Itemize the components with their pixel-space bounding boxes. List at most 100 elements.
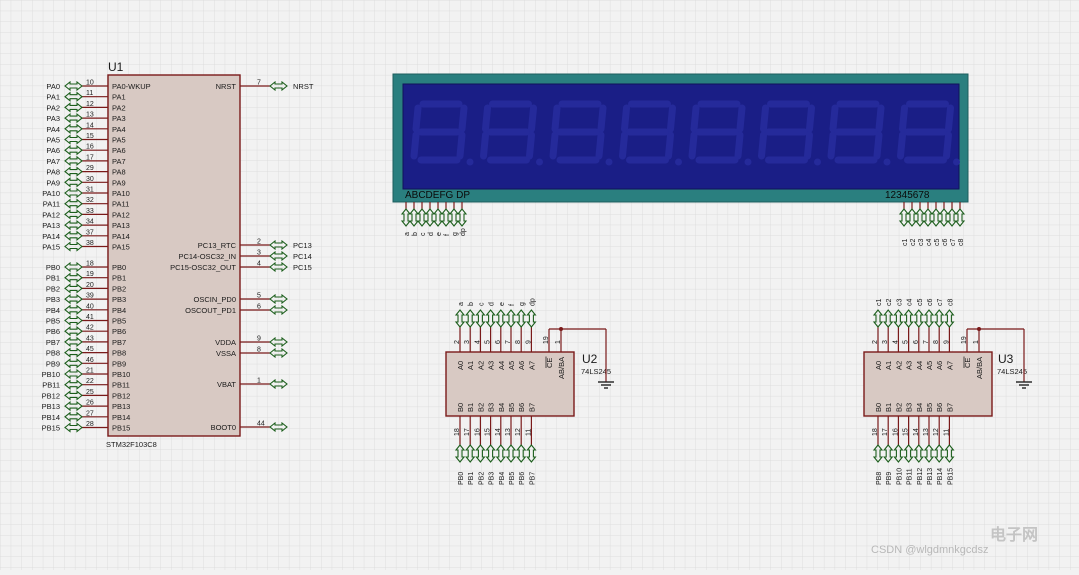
- net-terminal[interactable]: [898, 208, 910, 227]
- net-terminal[interactable]: [64, 209, 83, 220]
- net-terminal[interactable]: [505, 444, 517, 463]
- pin-ab-ba[interactable]: 1AB/BA: [973, 329, 984, 379]
- net-terminal[interactable]: [946, 208, 958, 227]
- net-terminal[interactable]: [516, 444, 527, 463]
- net-terminal[interactable]: [454, 309, 466, 328]
- net-terminal[interactable]: [475, 444, 486, 463]
- net-terminal[interactable]: [269, 293, 288, 305]
- lcd-pin-b[interactable]: b: [408, 202, 420, 236]
- net-terminal[interactable]: [64, 304, 83, 315]
- net-terminal[interactable]: [424, 208, 436, 227]
- net-terminal[interactable]: [269, 347, 288, 359]
- net-terminal[interactable]: [465, 309, 476, 328]
- net-terminal[interactable]: [64, 358, 83, 369]
- net-terminal[interactable]: [64, 283, 83, 294]
- lcd-pin-f[interactable]: f: [440, 202, 452, 236]
- net-terminal[interactable]: [903, 309, 914, 328]
- lcd-pin-c1[interactable]: c1: [898, 202, 910, 246]
- u2-buffer[interactable]: U274LS245a2A0b3A1c4A2d5A3e6A4f7A5g8A6dp9…: [445, 298, 614, 485]
- net-terminal[interactable]: [883, 309, 894, 328]
- lcd-pin-dp[interactable]: dp: [456, 202, 468, 236]
- net-terminal[interactable]: [64, 293, 83, 305]
- net-terminal[interactable]: [872, 444, 884, 463]
- lcd-pin-c[interactable]: c: [416, 202, 428, 236]
- lcd-pin-c2[interactable]: c2: [906, 202, 918, 246]
- net-terminal[interactable]: [64, 400, 83, 412]
- net-terminal[interactable]: [64, 219, 83, 231]
- net-terminal[interactable]: [64, 336, 83, 348]
- net-terminal[interactable]: [954, 208, 966, 227]
- net-terminal[interactable]: [934, 309, 945, 328]
- net-terminal[interactable]: [485, 309, 496, 328]
- net-terminal[interactable]: [64, 145, 83, 156]
- lcd-pin-c5[interactable]: c5: [930, 202, 942, 246]
- net-terminal[interactable]: [913, 444, 924, 463]
- net-terminal[interactable]: [64, 326, 83, 337]
- net-terminal[interactable]: [64, 347, 83, 358]
- net-terminal[interactable]: [269, 421, 288, 433]
- net-terminal[interactable]: [485, 444, 496, 463]
- net-terminal[interactable]: [516, 309, 527, 328]
- net-terminal[interactable]: [408, 208, 420, 227]
- net-terminal[interactable]: [64, 198, 83, 209]
- lcd-pin-c8[interactable]: c8: [954, 202, 966, 246]
- net-terminal[interactable]: [914, 208, 926, 227]
- net-terminal[interactable]: [64, 411, 83, 422]
- lcd-pin-a[interactable]: a: [400, 202, 412, 236]
- net-terminal[interactable]: [64, 241, 83, 252]
- net-terminal[interactable]: [456, 208, 468, 227]
- net-terminal[interactable]: [64, 91, 83, 102]
- net-terminal[interactable]: [64, 80, 83, 92]
- lcd-pin-d[interactable]: d: [424, 202, 436, 236]
- lcd-pin-g[interactable]: g: [448, 202, 460, 236]
- net-terminal[interactable]: [872, 309, 884, 328]
- net-terminal[interactable]: [64, 315, 83, 326]
- net-terminal[interactable]: [64, 102, 83, 113]
- lcd-pin-c7[interactable]: c7: [946, 202, 958, 246]
- net-terminal[interactable]: [440, 208, 452, 227]
- net-terminal[interactable]: [432, 208, 444, 227]
- net-terminal[interactable]: [465, 444, 476, 463]
